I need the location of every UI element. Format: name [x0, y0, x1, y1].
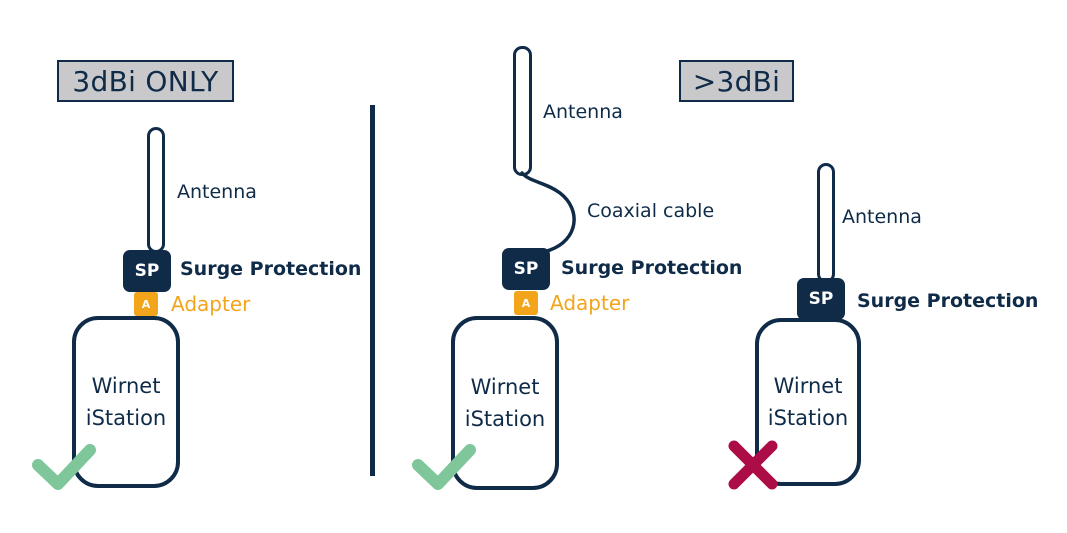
surge-protection-label: Surge Protection [561, 257, 743, 279]
wirnet-istation-device: Wirnet iStation [451, 316, 559, 490]
adapter-label: Adapter [550, 291, 630, 315]
title-greater-than-3dbi: >3dBi [679, 60, 794, 102]
adapter-badge: A [134, 292, 158, 316]
wirnet-istation-device: Wirnet iStation [72, 316, 180, 488]
device-name-line2: iStation [464, 407, 546, 431]
device-name-line1: Wirnet [91, 374, 161, 398]
adapter-label: Adapter [171, 292, 251, 316]
coaxial-cable-label: Coaxial cable [587, 200, 715, 222]
surge-protection-label: Surge Protection [857, 290, 1039, 312]
antenna-label: Antenna [842, 206, 922, 228]
antenna-label: Antenna [177, 181, 257, 203]
device-name-line2: iStation [767, 406, 849, 430]
check-icon [32, 444, 96, 490]
title-3dbi-only: 3dBi ONLY [57, 60, 234, 102]
check-icon [412, 444, 476, 490]
adapter-badge: A [514, 291, 538, 315]
cross-icon [728, 440, 778, 490]
device-name-line1: Wirnet [470, 375, 540, 399]
device-name-line2: iStation [85, 406, 167, 430]
wirnet-istation-device: Wirnet iStation [755, 318, 861, 486]
surge-protection-badge: SP [502, 248, 550, 290]
coaxial-cable [520, 171, 576, 254]
surge-protection-badge: SP [797, 278, 845, 320]
surge-protection-label: Surge Protection [180, 258, 362, 280]
antenna-label: Antenna [543, 101, 623, 123]
surge-protection-badge: SP [123, 250, 171, 292]
device-name-line1: Wirnet [773, 374, 843, 398]
panel-divider [370, 105, 375, 476]
